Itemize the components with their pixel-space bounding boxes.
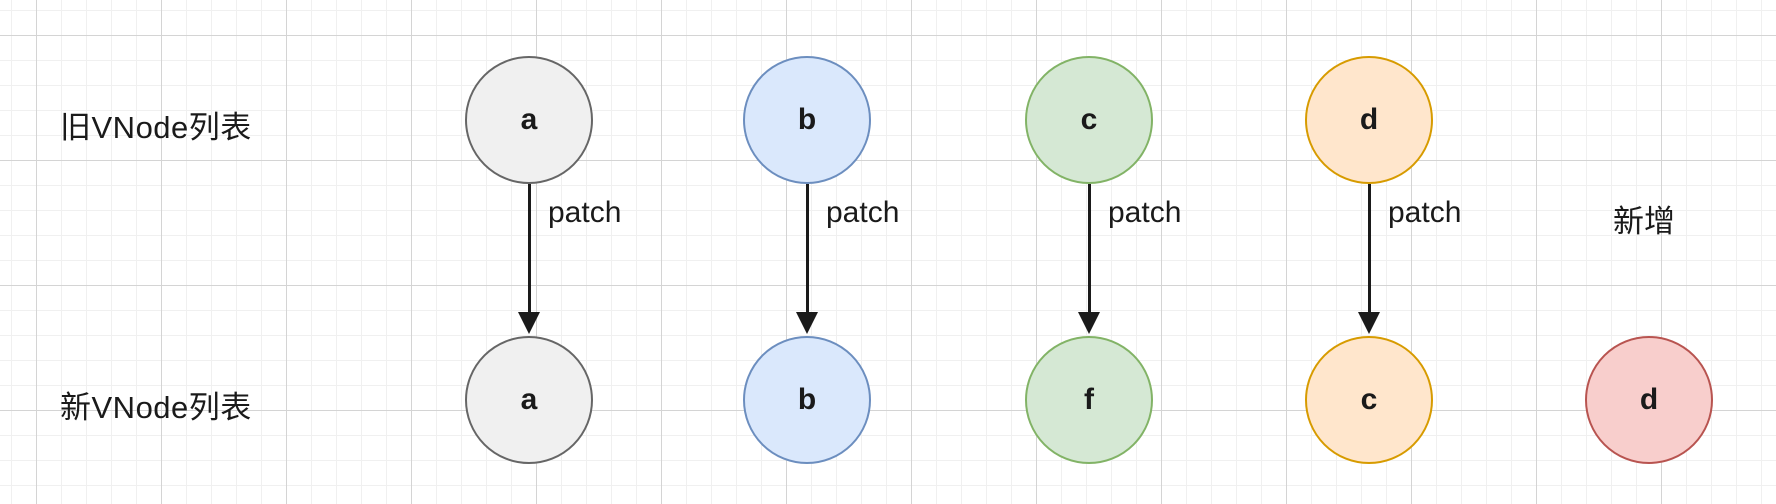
node-letter: b: [797, 383, 817, 416]
node-letter: c: [1360, 383, 1378, 416]
new-node-f[interactable]: f: [1025, 336, 1153, 464]
patch-label-2: patch: [826, 196, 900, 229]
old-node-a[interactable]: a: [465, 56, 593, 184]
node-letter: d: [1639, 383, 1659, 416]
patch-arrow-head-4: [1358, 312, 1380, 334]
new-node-d-added[interactable]: d: [1585, 336, 1713, 464]
new-node-c[interactable]: c: [1305, 336, 1433, 464]
old-node-b[interactable]: b: [743, 56, 871, 184]
new-node-b[interactable]: b: [743, 336, 871, 464]
node-letter: a: [520, 103, 538, 136]
patch-arrow-line-2: [806, 184, 809, 314]
patch-arrow-head-3: [1078, 312, 1100, 334]
patch-arrow-line-3: [1088, 184, 1091, 314]
old-node-d[interactable]: d: [1305, 56, 1433, 184]
node-letter: b: [797, 103, 817, 136]
patch-arrow-head-1: [518, 312, 540, 334]
patch-label-4: patch: [1388, 196, 1462, 229]
node-letter: a: [520, 383, 538, 416]
old-node-c[interactable]: c: [1025, 56, 1153, 184]
node-letter: f: [1084, 383, 1094, 416]
new-added-note: 新增: [1613, 204, 1675, 239]
patch-arrow-head-2: [796, 312, 818, 334]
patch-arrow-line-1: [528, 184, 531, 314]
new-vnode-list-label: 新VNode列表: [60, 390, 252, 425]
node-letter: c: [1080, 103, 1098, 136]
patch-label-3: patch: [1108, 196, 1182, 229]
new-node-a[interactable]: a: [465, 336, 593, 464]
patch-arrow-line-4: [1368, 184, 1371, 314]
old-vnode-list-label: 旧VNode列表: [60, 110, 252, 145]
patch-label-1: patch: [548, 196, 622, 229]
node-letter: d: [1359, 103, 1379, 136]
